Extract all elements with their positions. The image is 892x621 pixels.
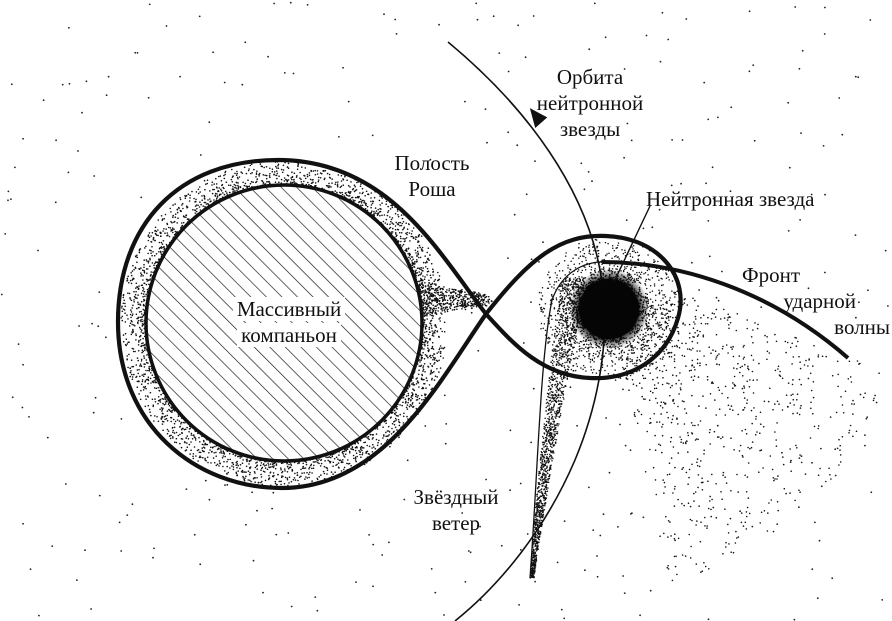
- stellar-wind-label-line2: ветер: [396, 510, 516, 536]
- shock-wake-stipple: [620, 298, 880, 582]
- companion-label-line2: компаньон: [237, 323, 341, 347]
- orbit-label: Орбита нейтронной звезды: [500, 64, 680, 142]
- stellar-wind-label: Звёздный ветер: [396, 484, 516, 536]
- stellar-wind-label-line1: Звёздный: [396, 484, 516, 510]
- shock-front-label-line3: волны: [730, 314, 892, 340]
- companion-label-line1: Массивный: [233, 297, 345, 321]
- shock-front-label: Фронт ударной волны: [730, 262, 892, 340]
- orbit-label-line3: звезды: [500, 116, 680, 142]
- shock-front-label-line1: Фронт: [730, 262, 892, 288]
- companion-label: Массивный компаньон: [214, 296, 364, 348]
- roche-lobe-label-line1: Полость: [372, 150, 492, 176]
- roche-lobe-label: Полость Роша: [372, 150, 492, 202]
- neutron-star-core: [579, 279, 639, 339]
- orbit-label-line1: Орбита: [500, 64, 680, 90]
- shock-front-label-line2: ударной: [730, 288, 892, 314]
- roche-lobe-label-line2: Роша: [372, 176, 492, 202]
- neutron-star-label: Нейтронная звезда: [646, 186, 814, 212]
- orbit-label-line2: нейтронной: [500, 90, 680, 116]
